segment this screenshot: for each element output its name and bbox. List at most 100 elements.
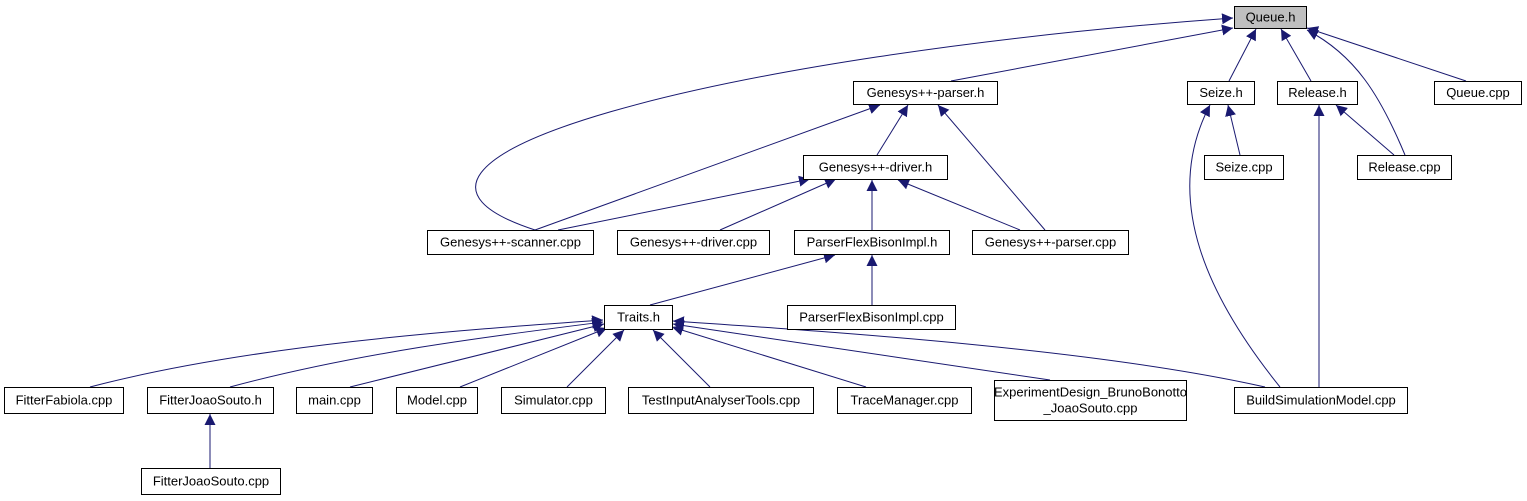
edge-simulator_cpp-to-traits_h [566,329,625,388]
node-label: ParserFlexBisonImpl.h [807,235,938,250]
node-box [1234,6,1307,29]
edge-seize_h-to-queue_h [1228,28,1257,82]
edge-seize_cpp-to-seize_h [1225,104,1241,156]
edge-release_h-to-queue_h [1280,28,1312,82]
node-box [628,387,814,414]
edge-driver_cpp-to-driver_h [719,178,837,231]
edge-scanner_cpp-to-driver_h [557,175,811,231]
node-label: FitterJoaoSouto.h [159,393,262,408]
node-label: main.cpp [308,393,361,408]
node-seize-cpp[interactable]: Seize.cpp [1204,155,1284,180]
node-label: Seize.cpp [1215,160,1272,175]
edge-expdesign_cpp-to-traits_h [672,320,1051,381]
edge-release_cpp-to-release_h [1335,104,1395,156]
node-label: Traits.h [617,310,660,325]
node-expdesign-cpp[interactable]: ExperimentDesign_BrunoBonotto_JoaoSouto.… [994,380,1187,421]
edge-parser_cpp-to-parser_h [937,104,1046,231]
node-label: Queue.h [1246,10,1296,25]
node-box [4,387,124,414]
node-box [396,387,478,414]
node-label: Genesys++-parser.h [867,85,985,100]
node-scanner-cpp[interactable]: Genesys++-scanner.cpp [427,230,594,255]
edge-driver_h-to-parser_h [876,104,909,156]
node-box [794,230,950,255]
node-label: FitterFabiola.cpp [16,393,113,408]
node-label: Queue.cpp [1446,85,1510,100]
node-traits-h[interactable]: Traits.h [604,305,673,330]
node-model-cpp[interactable]: Model.cpp [396,387,478,414]
node-parser-h[interactable]: Genesys++-parser.h [853,81,998,105]
node-label: Simulator.cpp [514,393,593,408]
node-pfbi-cpp[interactable]: ParserFlexBisonImpl.cpp [787,305,956,330]
node-label: Genesys++-scanner.cpp [440,235,581,250]
node-label: TestInputAnalyserTools.cpp [642,393,800,408]
edge-buildsim_cpp-to-traits_h [672,316,1266,388]
node-box [1204,155,1284,180]
node-box [427,230,594,255]
edge-release_cpp-to-queue_h [1306,29,1406,156]
node-fitterjs-cpp[interactable]: FitterJoaoSouto.cpp [141,468,281,495]
node-box [1187,81,1255,105]
node-label: BuildSimulationModel.cpp [1246,393,1396,408]
node-release-cpp[interactable]: Release.cpp [1357,155,1452,180]
node-pfbi-h[interactable]: ParserFlexBisonImpl.h [794,230,950,255]
node-box [617,230,770,255]
edge-buildsim_cpp-to-seize_h [1189,104,1281,388]
node-parser-cpp[interactable]: Genesys++-parser.cpp [972,230,1129,255]
node-queue-cpp[interactable]: Queue.cpp [1434,81,1522,105]
edge-model_cpp-to-traits_h [459,326,608,388]
node-label: Release.cpp [1368,160,1440,175]
node-label: Seize.h [1199,85,1242,100]
edge-parser_cpp-to-driver_h [897,179,1021,231]
node-driver-h[interactable]: Genesys++-driver.h [803,155,948,180]
node-queue-h[interactable]: Queue.h [1234,6,1307,29]
node-label: Genesys++-driver.cpp [630,235,757,250]
node-release-h[interactable]: Release.h [1277,81,1358,105]
node-fitterjs-h[interactable]: FitterJoaoSouto.h [147,387,274,414]
node-box [296,387,373,414]
edge-trace_cpp-to-traits_h [671,324,867,388]
node-buildsim-cpp[interactable]: BuildSimulationModel.cpp [1234,387,1408,414]
edge-main_cpp-to-traits_h [349,321,605,388]
node-tiat-cpp[interactable]: TestInputAnalyserTools.cpp [628,387,814,414]
node-box [803,155,948,180]
node-trace-cpp[interactable]: TraceManager.cpp [837,387,972,414]
node-box [141,468,281,495]
node-box [501,387,606,414]
node-simulator-cpp[interactable]: Simulator.cpp [501,387,606,414]
node-box [1434,81,1522,105]
edge-traits_h-to-pfbi_h [649,252,836,306]
node-box [787,305,956,330]
node-main-cpp[interactable]: main.cpp [296,387,373,414]
edge-fitterjs_h-to-traits_h [229,317,604,388]
node-box [1357,155,1452,180]
edges-layer [89,13,1467,468]
node-box [837,387,972,414]
node-label: Model.cpp [407,393,467,408]
node-label: Genesys++-driver.h [819,160,932,175]
node-label: TraceManager.cpp [851,393,959,408]
node-label: ParserFlexBisonImpl.cpp [799,310,944,325]
edge-scanner_cpp-to-queue_h [475,13,1234,231]
edge-queue_cpp-to-queue_h [1306,26,1467,82]
edge-parser_h-to-queue_h [950,24,1234,82]
node-label: FitterJoaoSouto.cpp [153,474,269,489]
edge-fitterfabiola-to-traits_h [89,315,604,388]
node-fitterfabiola[interactable]: FitterFabiola.cpp [4,387,124,414]
node-box [147,387,274,414]
node-box [994,380,1187,421]
edge-scanner_cpp-to-parser_h [534,103,881,231]
node-box [604,305,673,330]
node-seize-h[interactable]: Seize.h [1187,81,1255,105]
node-driver-cpp[interactable]: Genesys++-driver.cpp [617,230,770,255]
node-box [1277,81,1358,105]
edge-tiat_cpp-to-traits_h [652,329,711,388]
node-box [853,81,998,105]
node-label: ExperimentDesign_BrunoBonotto [994,385,1187,400]
node-label: _JoaoSouto.cpp [1043,401,1138,416]
node-label: Genesys++-parser.cpp [985,235,1117,250]
node-box [1234,387,1408,414]
node-box [972,230,1129,255]
